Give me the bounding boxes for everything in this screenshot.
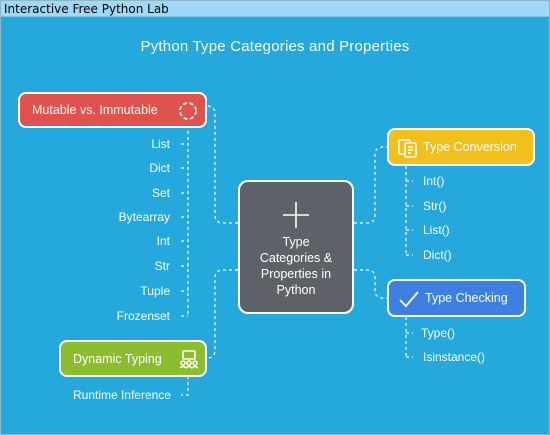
list-item: Bytearray xyxy=(118,210,170,224)
list-item: Int() xyxy=(423,174,445,188)
list-item: Runtime Inference xyxy=(72,388,171,402)
list-item: Str xyxy=(154,259,170,273)
checkmark-icon xyxy=(397,288,421,313)
list-item: List() xyxy=(423,223,450,237)
list-item: Set xyxy=(151,186,170,200)
mutable-immutable-label: Mutable vs. Immutable xyxy=(32,103,158,117)
connector-center-dynamic xyxy=(206,269,238,359)
document-convert-icon xyxy=(397,137,419,162)
type-conversion-node[interactable]: Type Conversion xyxy=(387,128,535,166)
list-item: List xyxy=(151,137,170,151)
center-label: Type Categories & Properties in Python xyxy=(259,235,333,297)
diagram-canvas: Python Type Categories and Properties xyxy=(1,18,549,434)
connector-center-conversion xyxy=(354,146,389,224)
type-conversion-label: Type Conversion xyxy=(423,140,517,154)
list-item: Isinstance() xyxy=(423,350,486,364)
center-node[interactable]: Type Categories & Properties in Python xyxy=(238,180,354,314)
list-item: Str() xyxy=(423,199,447,213)
people-network-icon xyxy=(179,349,199,372)
connector-center-checking xyxy=(354,269,389,299)
dynamic-typing-node[interactable]: Dynamic Typing xyxy=(59,340,207,377)
list-item: Frozenset xyxy=(116,309,170,323)
list-item: Tuple xyxy=(140,284,170,298)
connector-lines xyxy=(181,105,413,396)
list-item: Dict() xyxy=(423,248,452,262)
plus-icon xyxy=(281,200,311,235)
list-item: Type() xyxy=(421,326,456,340)
type-checking-node[interactable]: Type Checking xyxy=(387,279,526,317)
mutable-immutable-node[interactable]: Mutable vs. Immutable xyxy=(18,92,207,128)
circle-dashed-icon xyxy=(178,101,198,124)
type-checking-label: Type Checking xyxy=(425,291,508,305)
diagram-title: Python Type Categories and Properties xyxy=(140,38,410,55)
list-item: Int xyxy=(156,234,170,248)
list-item: Dict xyxy=(149,161,170,175)
dynamic-typing-label: Dynamic Typing xyxy=(73,351,162,366)
connector-center-mutable xyxy=(206,105,238,224)
window-title: Interactive Free Python Lab xyxy=(1,1,549,17)
